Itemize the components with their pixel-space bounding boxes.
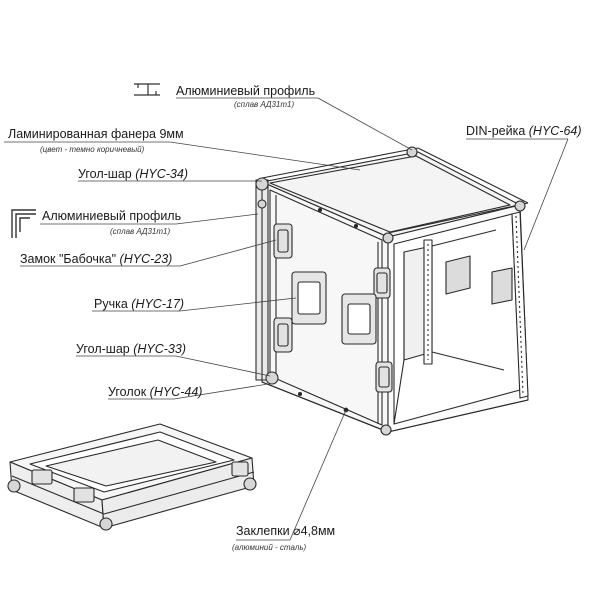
butterfly-lock-right-top — [373, 267, 391, 299]
handle-front — [291, 271, 327, 325]
label-alu-profile-top: Алюминиевый профиль — [176, 84, 316, 98]
butterfly-lock-top — [273, 223, 293, 259]
label-alu-profile-top-sub: (сплав АД31т1) — [234, 100, 295, 109]
butterfly-lock-bottom — [273, 317, 293, 353]
leader-lines — [4, 97, 569, 541]
rack-case — [255, 146, 529, 436]
label-butterfly-lock: Замок "Бабочка" (HYC-23) — [20, 252, 173, 266]
handle-right — [341, 293, 377, 345]
label-ball-corner-bottom: Угол-шар (HYC-33) — [76, 342, 186, 356]
label-alu-profile-mid-sub: (сплав АД31т1) — [110, 227, 171, 236]
label-handle: Ручка (HYC-17) — [94, 297, 185, 311]
label-alu-profile-mid: Алюминиевый профиль — [42, 209, 182, 223]
ball-corner-top — [255, 177, 269, 191]
ball-corner-bottom — [265, 371, 279, 385]
butterfly-lock-right-bottom — [375, 361, 393, 393]
rivets — [297, 207, 359, 413]
din-rail-front — [423, 239, 433, 365]
rack-case-lid — [7, 423, 257, 531]
alu-corner-profile-icon — [11, 209, 36, 238]
din-rail-back — [511, 211, 529, 399]
label-ball-corner-top: Угол-шар (HYC-34) — [78, 167, 188, 181]
label-plywood: Ламинированная фанера 9мм — [8, 127, 184, 141]
label-corner: Уголок (HYC-44) — [108, 385, 203, 399]
label-din-rail: DIN-рейка (HYC-64) — [466, 124, 582, 138]
alu-profile-section-icon — [134, 83, 160, 96]
label-plywood-sub: (цвет - темно коричневый) — [40, 145, 145, 154]
label-rivets: Заклепки ⌀4,8мм — [236, 524, 336, 538]
label-rivets-sub: (алюминий - сталь) — [232, 543, 307, 552]
